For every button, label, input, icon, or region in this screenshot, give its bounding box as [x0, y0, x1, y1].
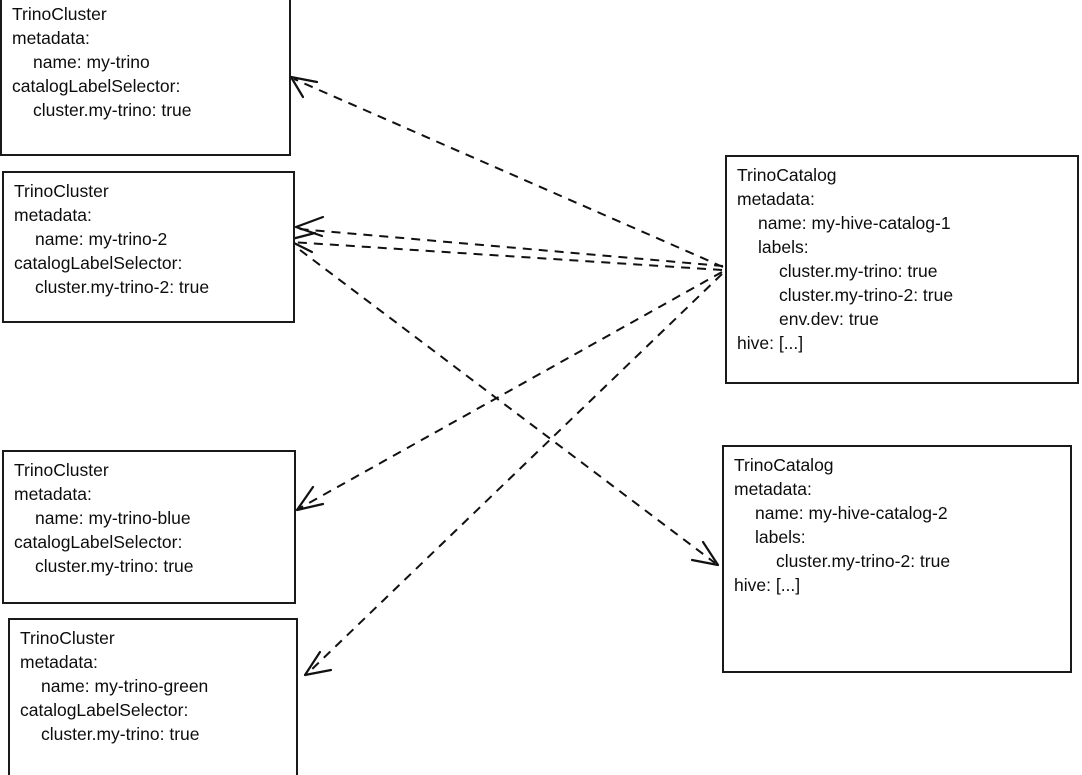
node-line: cluster.my-trino-2: true: [776, 551, 951, 571]
edge-catalog1-to-my-trino: [289, 75, 724, 268]
node-line: TrinoCatalog: [734, 455, 834, 475]
node-line: name: my-hive-catalog-2: [755, 503, 948, 523]
node-line: env.dev: true: [779, 309, 879, 329]
node-line: TrinoCatalog: [737, 165, 837, 185]
node-line: metadata:: [737, 189, 815, 209]
node-line: name: my-trino-blue: [35, 508, 191, 528]
node-trinocluster-my-trino-green[interactable]: TrinoCluster metadata: name: my-trino-gr…: [8, 618, 298, 775]
node-trinocluster-my-trino-blue[interactable]: TrinoCluster metadata: name: my-trino-bl…: [2, 450, 296, 604]
node-line: cluster.my-trino: true: [779, 261, 938, 281]
node-line: name: my-hive-catalog-1: [758, 213, 951, 233]
node-trinocatalog-my-hive-catalog-2[interactable]: TrinoCatalog metadata: name: my-hive-cat…: [722, 445, 1072, 673]
edge-my-trino-2-to-catalog2: [299, 249, 720, 567]
node-line: catalogLabelSelector:: [14, 532, 183, 552]
node-line: TrinoCluster: [14, 181, 109, 201]
node-line: TrinoCluster: [12, 4, 107, 24]
node-line: metadata:: [734, 479, 812, 499]
node-line: TrinoCluster: [14, 460, 109, 480]
node-line: metadata:: [12, 28, 90, 48]
node-line: labels:: [755, 527, 806, 547]
node-line: cluster.my-trino: true: [41, 724, 200, 744]
node-line: metadata:: [14, 484, 92, 504]
node-trinocatalog-my-hive-catalog-1[interactable]: TrinoCatalog metadata: name: my-hive-cat…: [725, 155, 1079, 384]
edge-catalog1-to-my-trino-green: [303, 273, 723, 677]
node-line: name: my-trino-green: [41, 676, 209, 696]
node-line: TrinoCluster: [20, 628, 115, 648]
node-line: name: my-trino-2: [35, 229, 168, 249]
node-line: catalogLabelSelector:: [12, 76, 181, 96]
node-line: catalogLabelSelector:: [14, 253, 183, 273]
node-line: metadata:: [20, 652, 98, 672]
edge-catalog1-to-my-trino-2: [294, 215, 724, 267]
edge-catalog1-to-my-trino-blue: [295, 271, 723, 512]
node-line: cluster.my-trino-2: true: [779, 285, 954, 305]
node-line: catalogLabelSelector:: [20, 700, 189, 720]
node-line: hive: [...]: [734, 575, 801, 595]
node-line: cluster.my-trino: true: [35, 556, 194, 576]
node-line: labels:: [758, 237, 809, 257]
node-line: cluster.my-trino: true: [33, 100, 192, 120]
node-trinocluster-my-trino[interactable]: TrinoCluster metadata: name: my-trino ca…: [0, 0, 291, 156]
edge-catalog2-to-my-trino-2: [286, 231, 723, 271]
node-line: hive: [...]: [737, 333, 804, 353]
node-line: cluster.my-trino-2: true: [35, 277, 210, 297]
node-trinocluster-my-trino-2[interactable]: TrinoCluster metadata: name: my-trino-2 …: [2, 171, 295, 323]
node-line: metadata:: [14, 205, 92, 225]
node-line: name: my-trino: [33, 52, 150, 72]
